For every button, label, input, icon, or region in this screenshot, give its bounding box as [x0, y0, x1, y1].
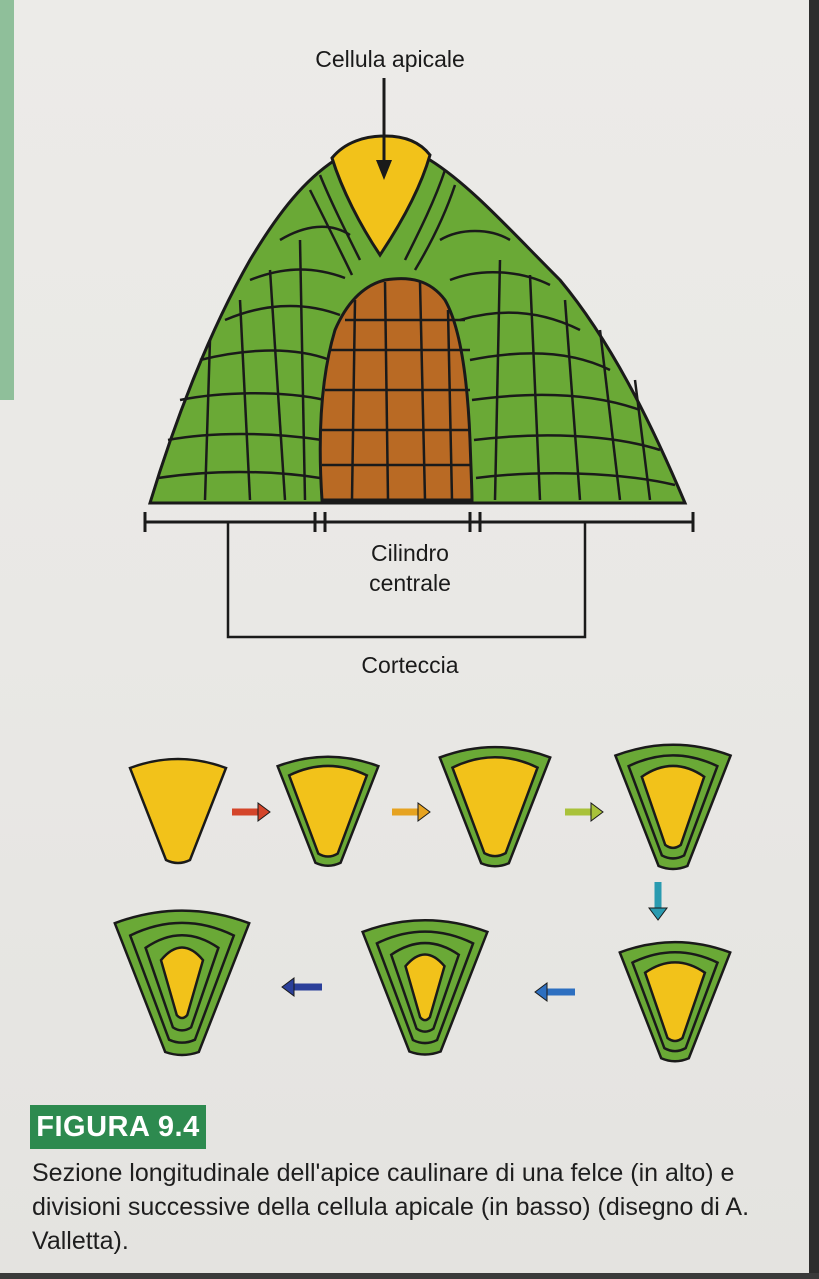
division-stage-4 — [615, 745, 730, 869]
division-stage-1 — [130, 759, 226, 863]
division-sequence — [115, 745, 731, 1061]
cortex-label: Corteccia — [300, 652, 520, 679]
central-cylinder-label: Cilindro centrale — [300, 538, 520, 598]
division-arrow-head-6 — [282, 978, 294, 996]
division-arrow-head-2 — [418, 803, 430, 821]
apical-cell-label: Cellula apicale — [250, 46, 530, 73]
shoot-apex-section — [150, 78, 685, 503]
division-arrow-head-5 — [535, 983, 547, 1001]
division-arrow-head-4 — [649, 908, 667, 920]
page-shadow-edge — [809, 0, 819, 1279]
division-stage-2 — [278, 757, 379, 866]
division-arrow-head-3 — [591, 803, 603, 821]
division-stage-5 — [620, 942, 730, 1061]
division-arrow-head-1 — [258, 803, 270, 821]
apical-cell-wedge — [130, 759, 226, 863]
division-stage-3 — [440, 747, 550, 866]
division-stage-7 — [115, 911, 249, 1055]
figure-caption: Sezione longitudinale dell'apice caulina… — [32, 1156, 802, 1258]
page-bottom-edge — [0, 1273, 819, 1279]
figure-number-badge: FIGURA 9.4 — [30, 1105, 206, 1149]
division-stage-6 — [363, 920, 488, 1054]
